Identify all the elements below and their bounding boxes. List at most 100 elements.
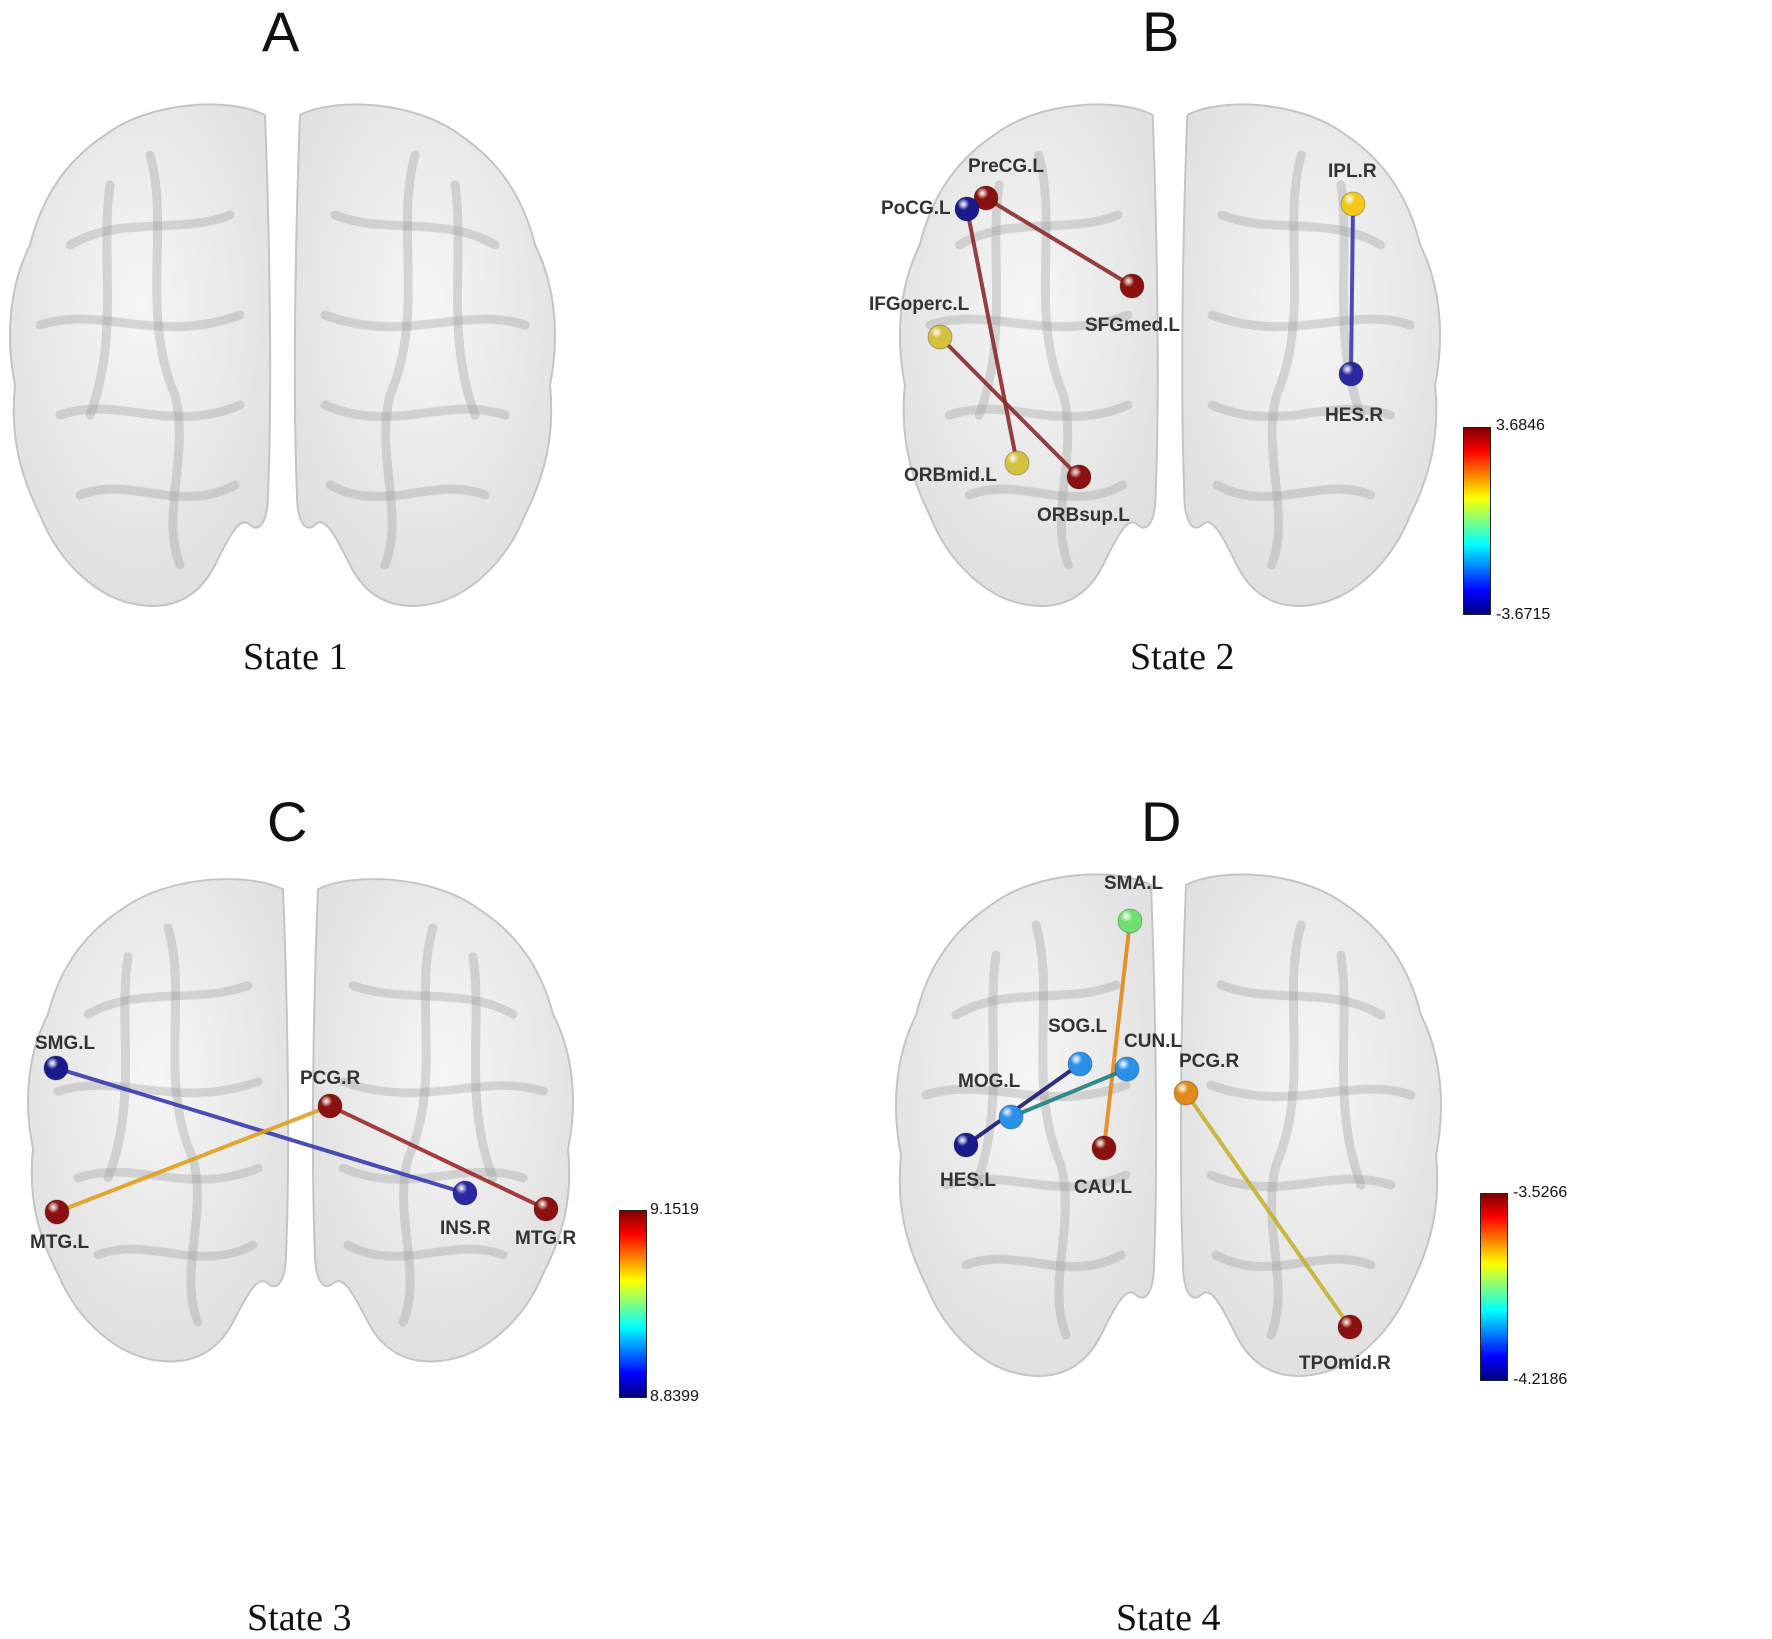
panel-d: D State 4 SMA.L SOG.L CUN.L MOG.L PCG.R … — [886, 794, 1772, 1637]
right-hemisphere — [293, 103, 556, 607]
brain-fold — [951, 980, 1121, 1020]
edge-smg-l-ins-r — [54, 1066, 467, 1195]
brain-fold — [398, 923, 438, 1327]
edge-cun-l-mog-l — [1009, 1067, 1129, 1119]
edge-pocg-l-orbmid-l — [965, 207, 1019, 465]
brain-fold — [320, 400, 510, 422]
node-label-mtg-l: MTG.L — [30, 1232, 90, 1253]
brain-fold — [1031, 920, 1071, 1340]
right-hemisphere — [1179, 873, 1442, 1377]
brain-fold — [1216, 980, 1386, 1020]
node-label-sog-l: SOG.L — [1048, 1016, 1108, 1037]
node-label-ipl-r: IPL.R — [1328, 161, 1377, 182]
brain-fold — [1034, 150, 1073, 570]
colorbar-max-label: -3.5266 — [1513, 1184, 1568, 1201]
panel-letter: C — [267, 790, 308, 853]
colorbar-min-label: 8.8399 — [650, 1388, 699, 1405]
brain-fold — [380, 150, 420, 570]
brain-hemispheres — [9, 103, 556, 607]
brain-fold — [338, 1077, 548, 1098]
node-label-pocg-l: PoCG.L — [881, 198, 951, 219]
node-tpomid-r — [1337, 1314, 1363, 1340]
colorbar — [1480, 1193, 1508, 1381]
node-label-sfgmed-l: SFGmed.L — [1085, 315, 1181, 336]
brain-fold — [53, 1077, 263, 1098]
edge-ifgoperc-l-orbsup-l — [938, 335, 1081, 479]
brain-fold — [1266, 920, 1306, 1340]
panel-c: C State 3 SMG.L PCG.R MTG.L INS.R MTG.R … — [0, 794, 886, 1637]
brain-fold — [954, 210, 1123, 250]
colorbar-min-label: -4.2186 — [1513, 1371, 1568, 1388]
panel-a: A State 1 — [0, 0, 886, 815]
brain-fold — [343, 1240, 508, 1261]
node-ifgoperc-l — [927, 324, 953, 350]
node-label-cun-l: CUN.L — [1124, 1031, 1183, 1052]
state-caption: State 2 — [1130, 636, 1235, 678]
node-label-pcg-r: PCG.R — [1179, 1051, 1240, 1072]
colorbar-max-label: 3.6846 — [1496, 417, 1545, 434]
brain-fold — [1267, 150, 1306, 570]
brain-fold — [75, 480, 240, 502]
brain-fold — [925, 310, 1133, 332]
brain-outline — [898, 103, 1442, 607]
node-ins-r — [452, 1180, 478, 1206]
node-sog-l — [1067, 1051, 1093, 1077]
brain-fold — [971, 950, 1001, 1190]
brain-fold — [1217, 210, 1386, 250]
node-label-orbsup-l: ORBsup.L — [1037, 505, 1130, 526]
brain-fold — [93, 1240, 258, 1261]
right-hemisphere — [1181, 103, 1442, 607]
brain-outline — [895, 873, 1442, 1377]
left-hemisphere — [895, 873, 1158, 1377]
state-caption: State 1 — [243, 636, 348, 678]
brain-fold — [320, 310, 530, 332]
brain-fold — [961, 1250, 1126, 1272]
node-ipl-r — [1340, 191, 1366, 217]
node-label-mog-l: MOG.L — [958, 1071, 1021, 1092]
node-label-hes-l: HES.L — [940, 1170, 996, 1191]
edge-pcg-r-mtg-l — [55, 1104, 332, 1214]
brain-fold — [1207, 310, 1415, 332]
brain-outline — [27, 878, 574, 1363]
brain-hemispheres — [898, 103, 1442, 607]
node-sma-l — [1117, 908, 1143, 934]
connectivity-network — [43, 1055, 559, 1225]
brain-fold — [103, 952, 133, 1183]
node-pocg-l — [954, 196, 980, 222]
node-label-ifgoperc-l: IFGoperc.L — [869, 294, 970, 315]
brain-hemispheres — [27, 878, 574, 1363]
node-cun-l — [1114, 1056, 1140, 1082]
colorbar — [619, 1210, 647, 1398]
node-pcg-r — [317, 1093, 343, 1119]
node-cau-l — [1091, 1135, 1117, 1161]
node-label-mtg-r: MTG.R — [515, 1228, 577, 1249]
left-hemisphere — [898, 103, 1159, 607]
edge-sma-l-cau-l — [1102, 919, 1132, 1150]
panel-b: B State 2 PreCG.L PoCG.L SFGmed.L IFGope… — [869, 0, 1772, 815]
brain-fold — [964, 480, 1128, 502]
colorbar — [1463, 427, 1491, 615]
node-hes-l — [953, 1132, 979, 1158]
state-caption: State 4 — [1116, 1597, 1221, 1639]
brain-fold — [1206, 1170, 1396, 1192]
node-label-smg-l: SMG.L — [35, 1033, 96, 1054]
brain-fold — [145, 150, 185, 570]
node-label-cau-l: CAU.L — [1074, 1177, 1133, 1198]
brain-fold — [921, 1080, 1131, 1102]
node-mtg-r — [533, 1196, 559, 1222]
brain-fold — [468, 952, 498, 1183]
state-caption: State 3 — [247, 1597, 352, 1639]
node-label-tpomid-r: TPOmid.R — [1299, 1353, 1391, 1374]
brain-fold — [1211, 1250, 1376, 1272]
brain-fold — [330, 210, 500, 250]
brain-fold — [65, 210, 235, 250]
brain-fold — [1336, 950, 1366, 1190]
brain-fold — [1212, 480, 1376, 502]
connectivity-network — [953, 908, 1363, 1340]
node-mog-l — [998, 1104, 1024, 1130]
colorbar-max-label: 9.1519 — [650, 1201, 699, 1218]
edge-pcg-r-mtg-r — [328, 1104, 548, 1211]
brain-fold — [348, 981, 518, 1019]
brain-fold — [325, 480, 490, 502]
colorbar-min-label: -3.6715 — [1496, 606, 1551, 623]
